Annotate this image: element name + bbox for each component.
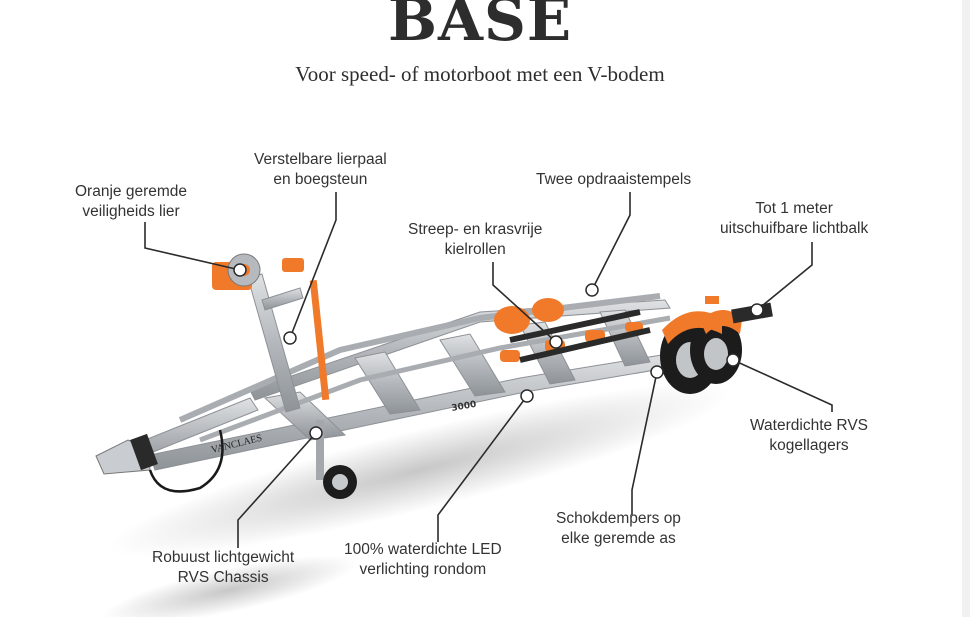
feature-line: veiligheids lier <box>82 203 180 220</box>
feature-line: Twee opdraaistempels <box>536 171 692 188</box>
feature-line: Waterdichte RVS <box>750 417 869 434</box>
feature-line: kielrollen <box>444 241 506 258</box>
feature-label-winch-post: Verstelbare lierpaal en boegsteun <box>254 150 387 190</box>
feature-label-led: 100% waterdichte LED verlichting rondom <box>344 540 502 580</box>
callout-lines <box>144 192 833 548</box>
feature-line: 100% waterdichte LED <box>344 541 502 558</box>
axle-wheels <box>660 310 742 394</box>
feature-line: Robuust lichtgewicht <box>152 549 295 566</box>
page-title: BASE <box>387 0 573 54</box>
feature-label-shocks: Schokdempers op elke geremde as <box>556 509 681 549</box>
feature-line: elke geremde as <box>561 530 676 547</box>
feature-line: Verstelbare lierpaal <box>254 151 387 168</box>
feature-line: kogellagers <box>769 437 849 454</box>
jockey-wheel <box>316 420 357 499</box>
feature-label-keel-rollers: Streep- en krasvrije kielrollen <box>408 220 542 260</box>
feature-line: en boegsteun <box>273 171 368 188</box>
ground-shadow <box>102 383 731 617</box>
feature-line: Streep- en krasvrije <box>408 221 543 238</box>
feature-line: verlichting rondom <box>359 561 487 578</box>
feature-label-stands: Twee opdraaistempels <box>536 170 691 190</box>
model-badge: 3000 <box>451 400 477 414</box>
callout-markers <box>233 263 764 440</box>
keel-rollers <box>494 298 651 363</box>
winch-post <box>247 273 330 413</box>
feature-label-light-bar: Tot 1 meter uitschuifbare lichtbalk <box>720 199 868 239</box>
page-edge-strip <box>962 0 970 617</box>
feature-label-chassis: Robuust lichtgewicht RVS Chassis <box>152 548 294 588</box>
feature-label-bearings: Waterdichte RVS kogellagers <box>750 416 868 456</box>
feature-line: Oranje geremde <box>75 183 188 200</box>
page-subtitle: Voor speed- of motorboot met een V-bodem <box>295 62 665 86</box>
feature-line: RVS Chassis <box>177 569 269 586</box>
feature-line: uitschuifbare lichtbalk <box>720 220 869 237</box>
feature-line: Schokdempers op <box>556 510 681 527</box>
winch <box>212 253 304 290</box>
feature-label-winch: Oranje geremde veiligheids lier <box>75 182 187 222</box>
hitch-coupling: VANCLAES <box>95 429 263 493</box>
feature-line: Tot 1 meter <box>755 200 833 217</box>
